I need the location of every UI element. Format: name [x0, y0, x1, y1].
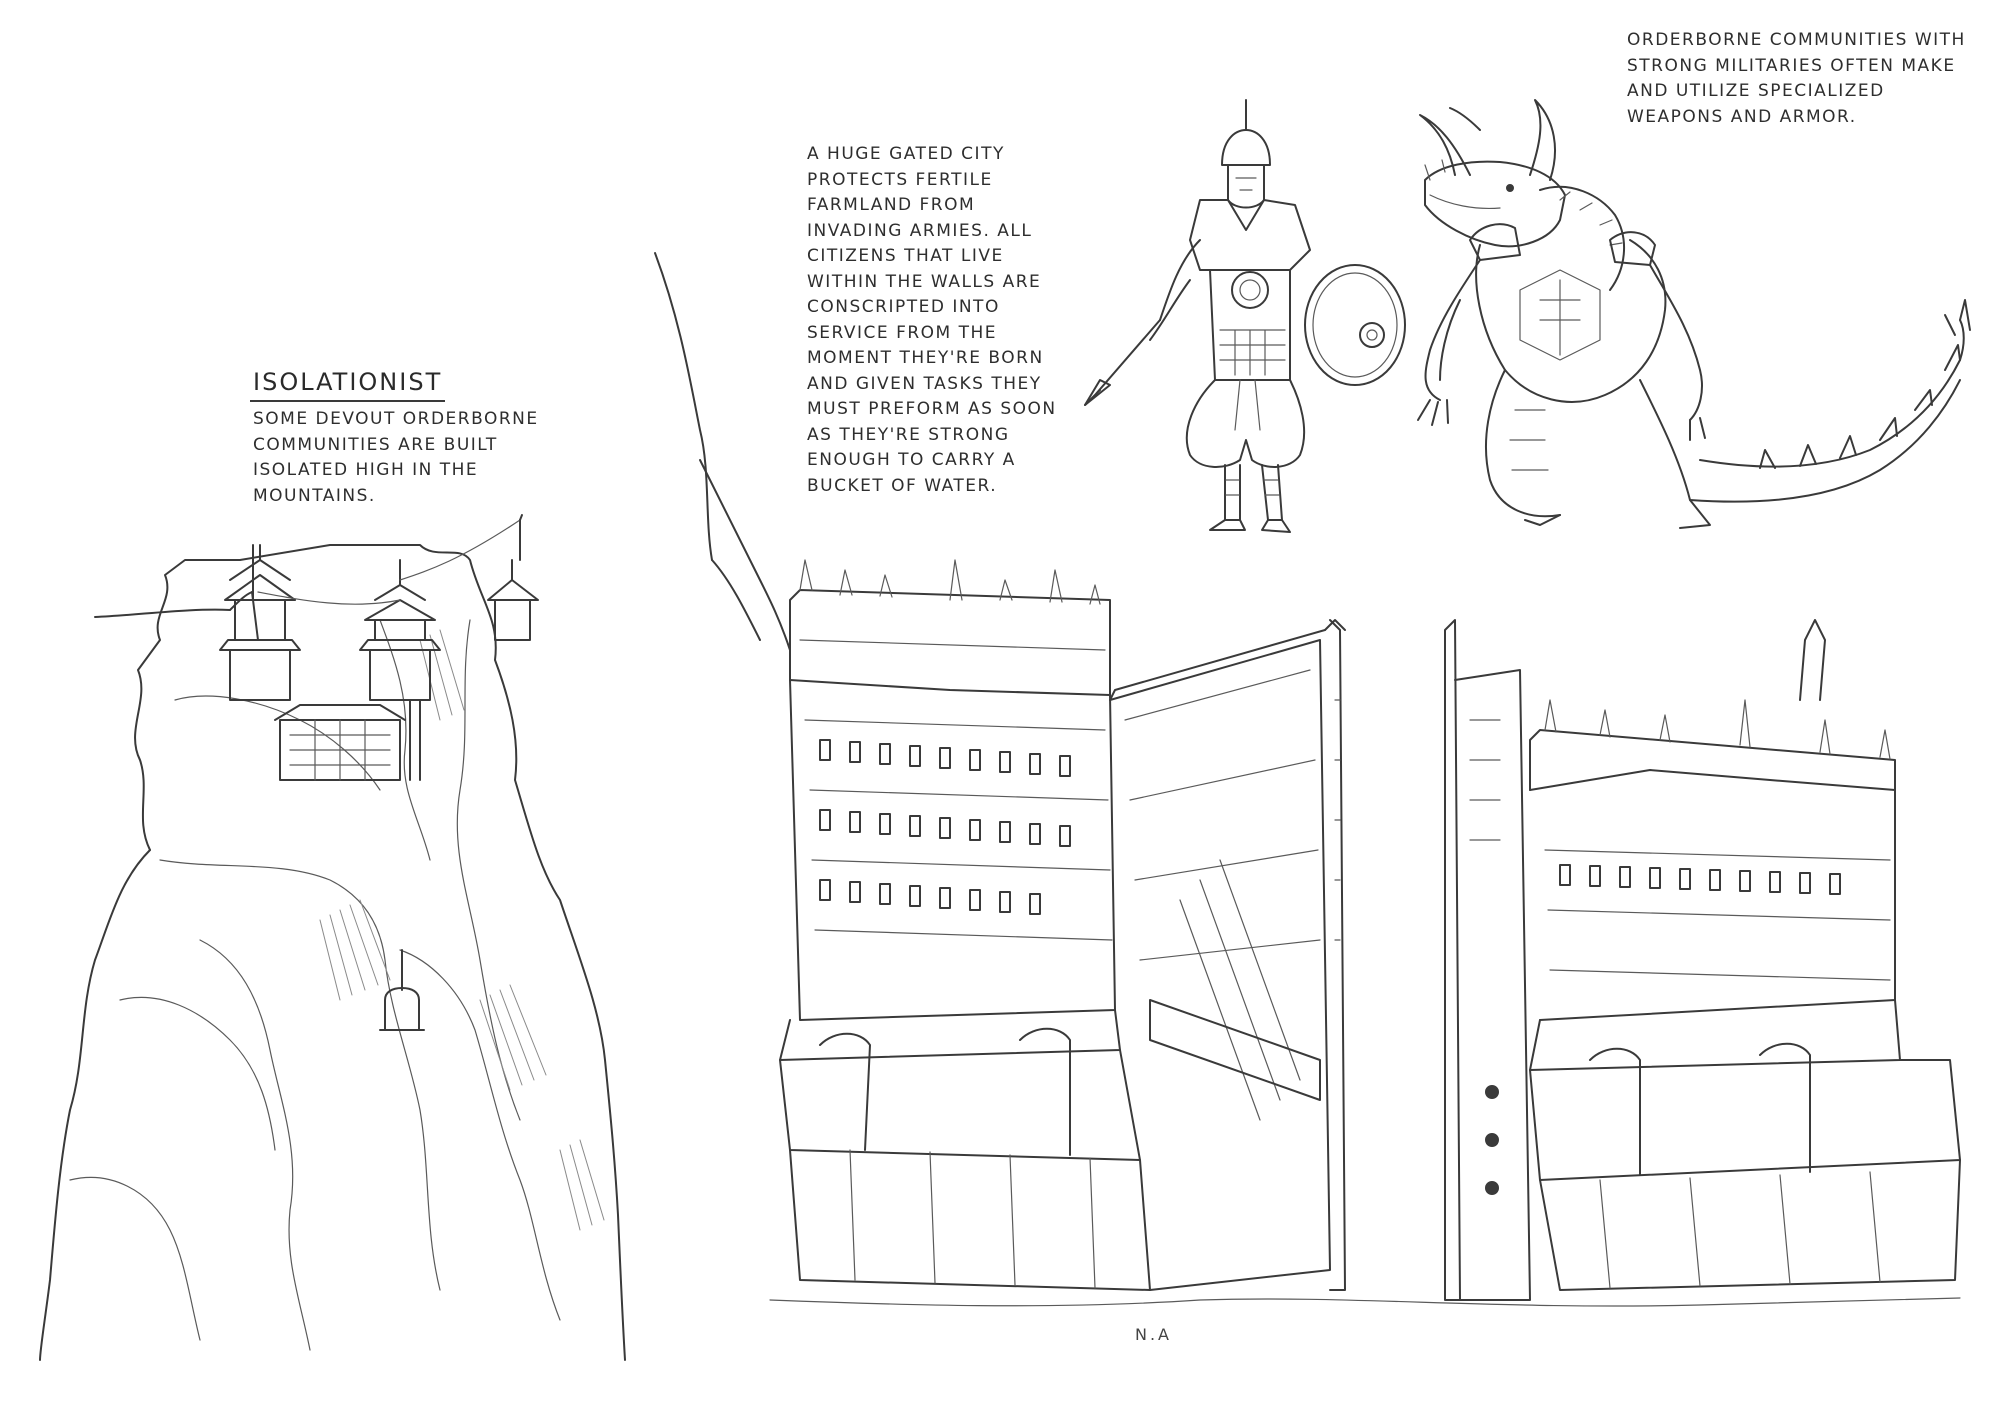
note-line: MOUNTAINS. [253, 485, 376, 506]
note-line: WEAPONS AND ARMOR. [1627, 106, 1857, 127]
note-line: PROTECTS FERTILE [807, 169, 993, 190]
note-line: CITIZENS THAT LIVE [807, 246, 1004, 266]
note-line: INVADING ARMIES. ALL [807, 220, 1033, 241]
note-line: MOMENT THEY'RE BORN [807, 348, 1044, 368]
isolationist-note: SOME DEVOUT ORDERBORNE COMMUNITIES ARE B… [253, 407, 539, 509]
isolationist-heading: ISOLATIONIST [253, 368, 443, 396]
note-line: ENOUGH TO CARRY A [807, 450, 1016, 470]
note-line: FARMLAND FROM [807, 195, 976, 215]
isolationist-heading-underline [250, 400, 445, 402]
note-line: ISOLATED HIGH IN THE [253, 460, 479, 480]
note-line: ORDERBORNE COMMUNITIES WITH [1627, 30, 1966, 50]
artist-signature: N.A [1135, 1325, 1172, 1344]
note-line: BUCKET OF WATER. [807, 475, 998, 496]
note-line: WITHIN THE WALLS ARE [807, 271, 1042, 292]
note-line: STRONG MILITARIES OFTEN MAKE [1627, 55, 1956, 76]
note-line: COMMUNITIES ARE BUILT [253, 434, 498, 455]
note-line: AND GIVEN TASKS THEY [807, 373, 1042, 394]
note-line: AND UTILIZE SPECIALIZED [1627, 81, 1885, 101]
note-line: SOME DEVOUT ORDERBORNE [253, 409, 539, 429]
note-line: SERVICE FROM THE [807, 322, 998, 343]
note-line: AS THEY'RE STRONG [807, 424, 1010, 445]
gated-city-note: A HUGE GATED CITY PROTECTS FERTILE FARML… [807, 142, 1057, 499]
note-line: MUST PREFORM AS SOON [807, 399, 1057, 419]
note-line: CONSCRIPTED INTO [807, 297, 1000, 317]
note-line: A HUGE GATED CITY [807, 144, 1005, 164]
militaries-note: ORDERBORNE COMMUNITIES WITH STRONG MILIT… [1627, 28, 1966, 130]
